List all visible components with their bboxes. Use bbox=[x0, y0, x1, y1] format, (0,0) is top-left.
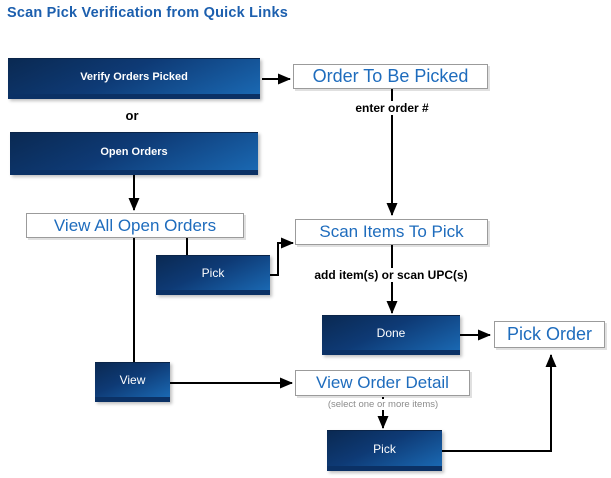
select-items-note: (select one or more items) bbox=[324, 399, 442, 410]
pick-order-box: Pick Order bbox=[494, 321, 605, 348]
done-button: Done bbox=[322, 315, 460, 355]
pick-button-middle: Pick bbox=[156, 255, 270, 295]
view-button: View bbox=[95, 362, 170, 402]
or-label: or bbox=[122, 108, 142, 123]
open-orders-button: Open Orders bbox=[10, 132, 258, 175]
pick-button-bottom: Pick bbox=[327, 430, 442, 471]
view-all-open-orders-box: View All Open Orders bbox=[26, 213, 244, 238]
view-order-detail-box: View Order Detail bbox=[295, 370, 470, 396]
page-title: Scan Pick Verification from Quick Links bbox=[7, 5, 288, 21]
verify-orders-picked-button: Verify Orders Picked bbox=[8, 58, 260, 99]
enter-order-note: enter order # bbox=[352, 101, 432, 115]
scan-items-to-pick-box: Scan Items To Pick bbox=[295, 219, 488, 245]
add-items-note: add item(s) or scan UPC(s) bbox=[311, 268, 471, 282]
order-to-be-picked-box: Order To Be Picked bbox=[293, 64, 488, 89]
